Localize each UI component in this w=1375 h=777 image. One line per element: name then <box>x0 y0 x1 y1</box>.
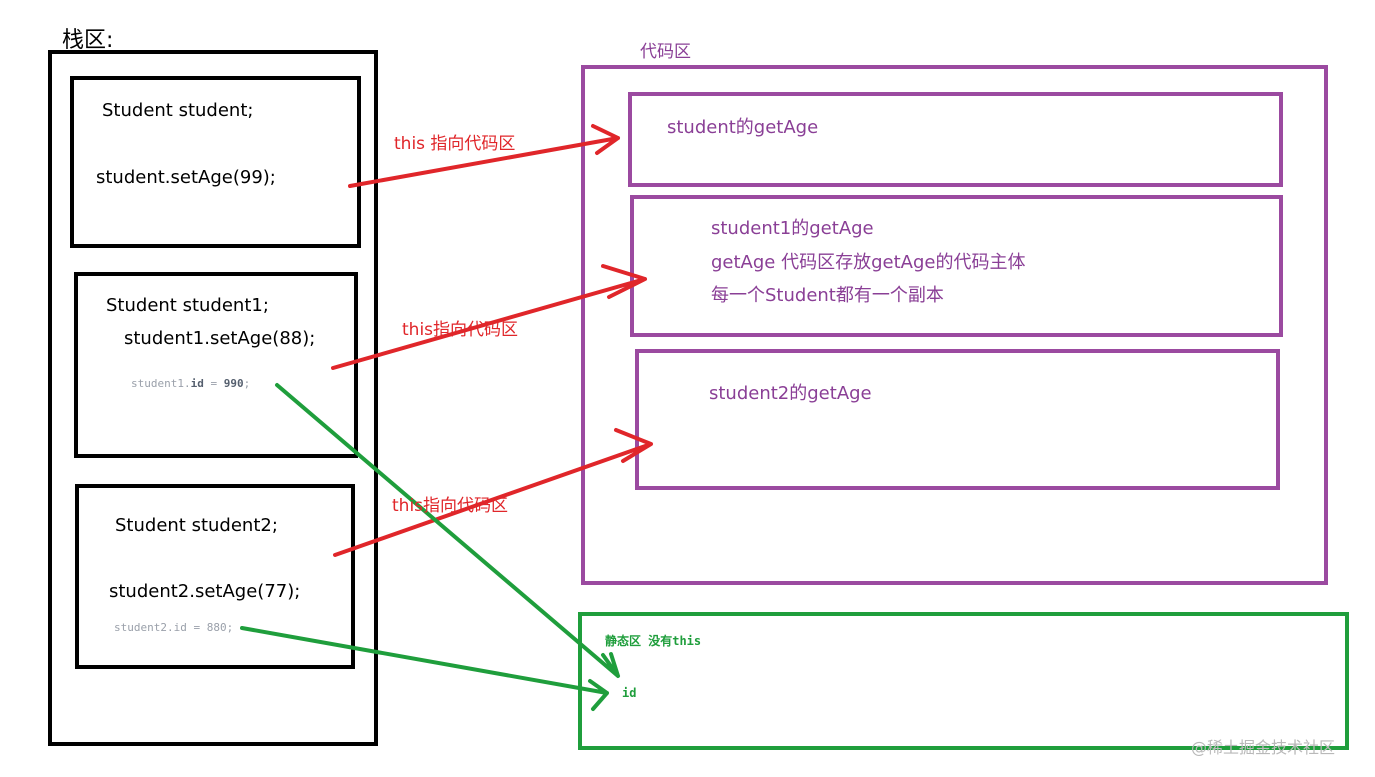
student1-id-value: 990 <box>223 377 244 390</box>
pointer-label-student2: this指向代码区 <box>392 496 509 516</box>
stack-frame-student1 <box>74 272 358 458</box>
student2-getage-label: student2的getAge <box>709 383 872 404</box>
student-declaration: Student student; <box>102 100 254 121</box>
pointer-label-student: this 指向代码区 <box>394 134 516 154</box>
student1-id-assignment: student1.id = 990; <box>131 377 250 390</box>
code-box-student-getage <box>628 92 1283 187</box>
student-getage-label: student的getAge <box>667 117 819 138</box>
student1-id-eq: = <box>203 377 224 390</box>
code-area <box>581 65 1328 585</box>
student2-declaration: Student student2; <box>115 515 278 536</box>
static-arrow-student1-id <box>275 383 620 678</box>
pointer-arrow-student <box>348 124 620 188</box>
static-area-title: 静态区 没有this <box>605 634 702 648</box>
stack-frame-student <box>70 76 361 248</box>
static-area <box>578 612 1349 750</box>
student1-setage-call: student1.setAge(88); <box>124 328 316 349</box>
static-arrow-student2-id <box>240 626 609 711</box>
student1-declaration: Student student1; <box>106 295 269 316</box>
watermark: @稀土掘金技术社区 <box>1191 738 1336 757</box>
stack-frame-student2 <box>75 484 355 669</box>
getage-code-body-note: getAge 代码区存放getAge的代码主体 <box>711 252 1026 273</box>
static-id-field: id <box>622 686 637 700</box>
code-box-student2-getage <box>635 349 1280 490</box>
stack-area-title: 栈区: <box>62 28 114 53</box>
copy-per-student-note: 每一个Student都有一个副本 <box>711 285 944 306</box>
code-area-title: 代码区 <box>640 42 691 62</box>
code-box-student1-getage <box>630 195 1283 337</box>
student2-setage-call: student2.setAge(77); <box>109 581 301 602</box>
student2-id-assignment: student2.id = 880; <box>114 621 234 634</box>
pointer-arrow-student1 <box>331 264 647 370</box>
student1-id-field: id <box>190 377 204 390</box>
pointer-arrow-student2 <box>333 428 653 557</box>
stack-area <box>48 50 378 746</box>
student1-id-end: ; <box>243 377 251 390</box>
pointer-label-student1: this指向代码区 <box>402 320 519 340</box>
student1-id-var: student1. <box>131 377 191 390</box>
student-setage-call: student.setAge(99); <box>96 167 276 188</box>
student1-getage-label: student1的getAge <box>711 218 874 239</box>
